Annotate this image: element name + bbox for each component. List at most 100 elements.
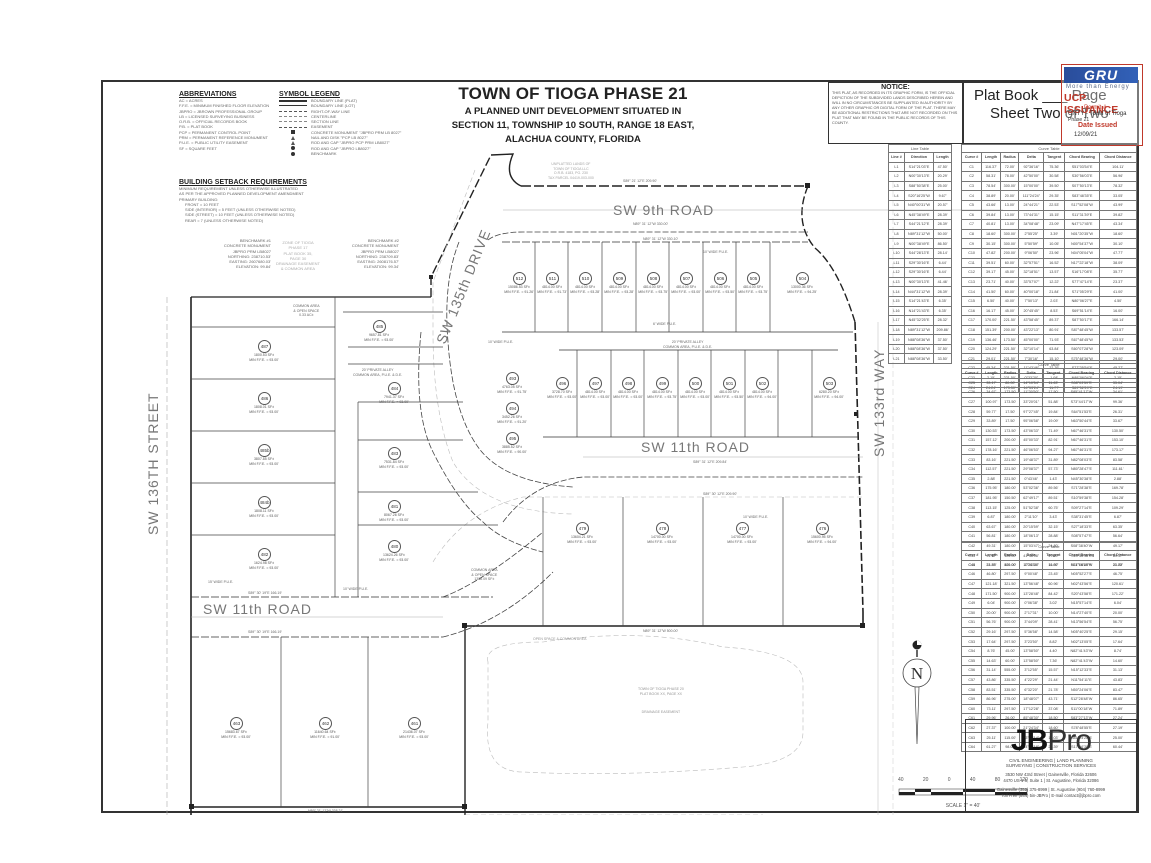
table-cell: 2°55'25" — [1018, 228, 1045, 240]
table-cell: 34°08'48" — [1018, 219, 1045, 230]
table-cell: C34 — [960, 463, 983, 475]
table-cell: 3°44'09" — [1019, 617, 1044, 628]
table-cell: S17°52'08"W — [1064, 199, 1100, 211]
table-cell: S14°21'43"E — [903, 295, 935, 307]
table-cell: L8 — [888, 228, 905, 240]
table-cell: 33°20'01" — [1019, 396, 1044, 408]
table-cell: 78.54' — [981, 180, 1001, 192]
table-cell: 45.00' — [1000, 645, 1021, 657]
lot-area: 1800.53 SF± — [253, 353, 275, 357]
jbpro-logo-a: JB — [1010, 724, 1048, 757]
table-cell: 170.00' — [981, 315, 1001, 326]
setback-line: MINIMUM REQUIREMENT UNLESS OTHERWISE ILL… — [179, 186, 298, 191]
table-cell: 59.77' — [981, 406, 1002, 417]
lot-number: 508 — [647, 272, 660, 285]
table-cell: 71.49' — [1042, 425, 1065, 437]
lot-ffe: MIN F.F.E. = 91.26' — [504, 289, 534, 294]
area-label-line: TOWN OF TIOGA PHASE 20 — [638, 687, 684, 691]
table-cell: 28.39' — [933, 219, 952, 230]
table-cell: 13.00' — [999, 209, 1020, 221]
table-cell: 297.50' — [1000, 626, 1021, 638]
table-cell: C7 — [960, 219, 983, 230]
table-cell: 83.51' — [981, 684, 1002, 695]
gru-logo: GRU — [1064, 67, 1138, 83]
table-cell: 73.11' — [981, 703, 1002, 715]
table-cell: 153.10' — [1098, 435, 1138, 446]
lot-ffe: MIN F.F.E. = 94.25' — [787, 289, 817, 294]
table-cell: 8.74' — [1098, 645, 1138, 657]
table-cell: 17.64' — [981, 636, 1002, 647]
lot-ffe: MIN F.F.E. = 93.75' — [647, 394, 677, 399]
area-label-line: COMMON AREA — [471, 568, 498, 572]
table-cell: 9°06'50" — [1018, 247, 1045, 259]
bearing-label: N89° 21' 12"W 338.21' — [308, 809, 344, 813]
lot-ffe: MIN F.F.E. = 93.00' — [379, 399, 409, 404]
table-cell: 21.84' — [1043, 286, 1066, 297]
table-cell: 6.35' — [933, 295, 952, 307]
table-cell: N82°41'43"W — [1063, 655, 1100, 667]
table-cell: C6 — [960, 209, 983, 221]
table-cell: C52 — [960, 626, 983, 638]
lot-number: 499 — [656, 377, 669, 390]
table-cell: 28.88' — [1042, 531, 1065, 542]
benchmark-line: JBPRO PRM LB8027 — [360, 248, 399, 254]
lot-info: 3807.85 SF±MIN F.F.E. = 93.00' — [244, 457, 284, 466]
lot-ffe: MIN F.F.E. = 93.00' — [379, 464, 409, 469]
table-cell: 4°22'29" — [1019, 674, 1044, 686]
table-cell: 123.09' — [1099, 343, 1137, 355]
table-cell: 34°48'18" — [1019, 741, 1044, 753]
table-cell: 39.51' — [981, 257, 1001, 269]
bearing-label: N89° 31' 12"W 330.10' — [643, 237, 679, 241]
table-cell: 15.15' — [1043, 209, 1066, 221]
lot-number: 484 — [388, 382, 401, 395]
table-cell: 173.17' — [1098, 444, 1138, 456]
table-cell: C2 — [960, 171, 983, 182]
benchmark-line: BENCHMARK #1 — [239, 238, 271, 243]
table-cell: 133.53' — [1099, 334, 1137, 345]
table-cell: N89°31'12"W — [903, 324, 935, 336]
table-cell: L9 — [888, 238, 905, 249]
lot-area: 4763.05 SF± — [501, 385, 523, 389]
table-cell: L11 — [888, 257, 905, 269]
line-table-caption: Line Table — [888, 144, 952, 152]
table-cell: C31 — [960, 435, 983, 446]
table-cell: 17.50' — [1000, 415, 1021, 427]
table-cell: L1 — [888, 161, 905, 173]
table-cell: 4.50' — [1099, 295, 1137, 307]
lot-ffe: MIN F.F.E. = 93.75' — [638, 289, 668, 294]
area-label-line: 20' PRIVATE ALLEY — [671, 340, 704, 344]
lot-ffe: MIN F.F.E. = 93.00' — [399, 734, 429, 739]
table-cell: 86.65' — [1098, 693, 1138, 705]
tioga-zone-label: ZONE OF TIOGA PHASE 17 PLAT BOOK 35, PAG… — [273, 240, 323, 272]
lot-area: 7941.37 SF± — [383, 395, 405, 399]
table-cell: 32°10'14" — [1018, 343, 1045, 355]
table-cell: 34.61' — [1098, 387, 1138, 398]
table-cell: 31.13' — [1098, 665, 1138, 676]
column-header: Delta — [1019, 550, 1044, 561]
table-cell: 30.10' — [1099, 238, 1137, 249]
lot-number: 461 — [408, 717, 421, 730]
table-cell: 16.00' — [1099, 305, 1137, 317]
table-cell: 20.00' — [981, 607, 1002, 619]
column-header: Delta — [1018, 152, 1045, 163]
lot-ffe: MIN F.F.E. = 93.00' — [249, 461, 279, 466]
table-cell: 94.27' — [1042, 444, 1065, 456]
table-cell: 47.77' — [1099, 247, 1137, 259]
table-cell: 8.76' — [981, 645, 1002, 657]
road-label-sw-136th: SW 136TH STREET — [145, 392, 161, 535]
